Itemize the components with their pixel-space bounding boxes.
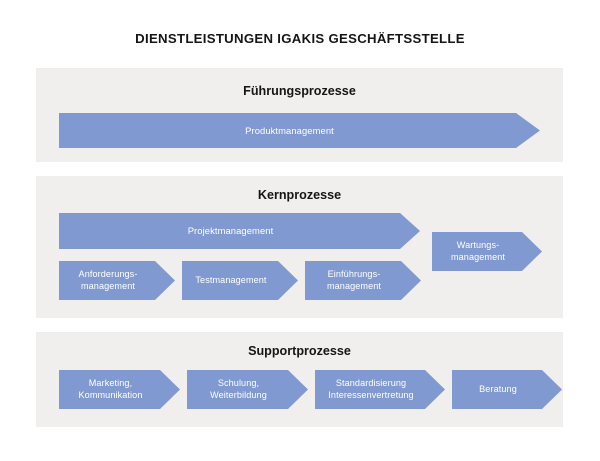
process-arrow-beratung[interactable]: Beratung xyxy=(452,370,562,409)
section-title-supportprozesse: Supportprozesse xyxy=(248,344,351,358)
process-arrow-wartungsmanagement[interactable]: Wartungs- management xyxy=(432,232,542,271)
process-arrow-testmanagement[interactable]: Testmanagement xyxy=(182,261,298,300)
process-arrow-anforderungsmanagement[interactable]: Anforderungs- management xyxy=(59,261,175,300)
process-arrow-marketing-kommunikation[interactable]: Marketing, Kommunikation xyxy=(59,370,180,409)
section-panel-kernprozesse: Kernprozesse Projektmanagement Wartungs-… xyxy=(36,176,563,318)
section-panel-fuehrungsprozesse: Führungsprozesse Produktmanagement xyxy=(36,68,563,162)
process-arrow-label: Marketing, Kommunikation xyxy=(78,378,143,400)
process-arrow-produktmanagement[interactable]: Produktmanagement xyxy=(59,113,540,148)
process-arrow-label: Testmanagement xyxy=(195,274,267,285)
process-arrow-label: Produktmanagement xyxy=(245,124,334,136)
process-arrow-label: Wartungs- management xyxy=(450,240,506,262)
process-arrow-standardisierung-interessenvertretung[interactable]: Standardisierung Interessenvertretung xyxy=(315,370,445,409)
process-arrow-label: Einführungs- management xyxy=(326,269,382,291)
section-title-kernprozesse: Kernprozesse xyxy=(257,188,342,202)
process-arrow-label: Beratung xyxy=(479,383,517,394)
process-arrow-schulung-weiterbildung[interactable]: Schulung, Weiterbildung xyxy=(187,370,308,409)
section-panel-supportprozesse: Supportprozesse Marketing, Kommunikation… xyxy=(36,332,563,427)
process-arrow-label: Schulung, Weiterbildung xyxy=(210,378,267,400)
section-title-fuehrungsprozesse: Führungsprozesse xyxy=(243,84,356,98)
process-arrow-projektmanagement[interactable]: Projektmanagement xyxy=(59,213,420,249)
process-arrow-einfuehrungsmanagement[interactable]: Einführungs- management xyxy=(305,261,421,300)
page-title: DIENSTLEISTUNGEN IGAKIS GESCHÄFTSSTELLE xyxy=(135,31,465,46)
process-arrow-label: Anforderungs- management xyxy=(78,269,138,291)
process-arrow-label: Projektmanagement xyxy=(187,225,274,237)
process-arrow-label: Standardisierung Interessenvertretung xyxy=(328,378,414,400)
